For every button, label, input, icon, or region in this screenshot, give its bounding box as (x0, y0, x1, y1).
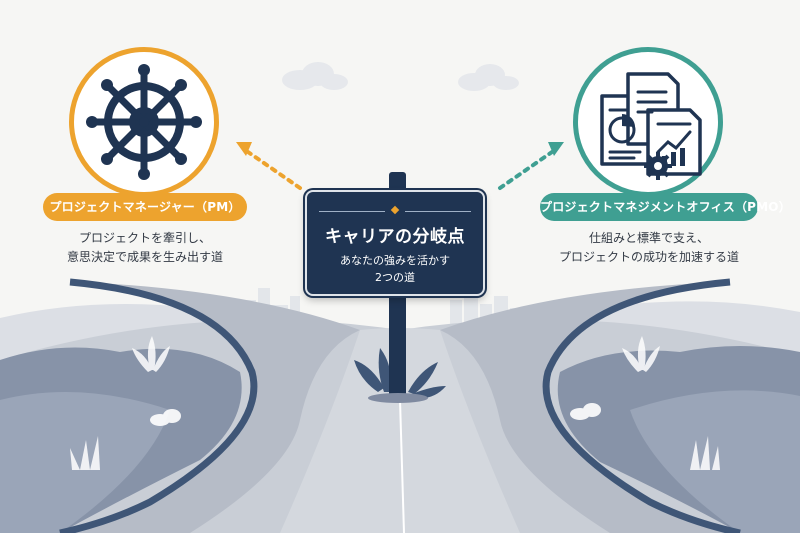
cloud-icon (282, 62, 348, 90)
ship-wheel-icon (86, 64, 202, 180)
sign-title: キャリアの分岐点 (325, 227, 465, 247)
sign-ornament (319, 205, 471, 215)
bush-icon (150, 403, 601, 426)
pmo-description-line: プロジェクトの成功を加速する道 (558, 250, 739, 264)
pmo-circle (573, 47, 723, 197)
road-right-edge (542, 278, 741, 533)
road-left-edge (59, 278, 258, 533)
ornament-line (405, 211, 471, 212)
arrow-head-pmo-icon (548, 142, 564, 156)
pm-description-line: プロジェクトを牽引し、 (78, 231, 211, 245)
pmo-description-line: 仕組みと標準で支え、 (588, 231, 709, 245)
documents-chart-gear-icon (600, 72, 702, 180)
pm-description: プロジェクトを牽引し、 意思決定で成果を生み出す道 (40, 229, 250, 267)
pm-label-badge: プロジェクトマネージャー（PM） (43, 193, 247, 221)
plant-icon (622, 336, 660, 372)
arrow-to-pmo (498, 150, 554, 190)
road-center-line (399, 399, 405, 533)
pmo-label-badge: プロジェクトマネジメントオフィス（PMO） (540, 193, 791, 221)
sign-subtitle-line: あなたの強みを活かす (340, 254, 450, 267)
pm-description-line: 意思決定で成果を生み出す道 (66, 250, 223, 264)
plant-icon (132, 336, 170, 372)
pmo-description: 仕組みと標準で支え、 プロジェクトの成功を加速する道 (538, 229, 760, 267)
arrow-to-pm (246, 150, 302, 190)
pm-circle (69, 47, 219, 197)
road-left (70, 282, 360, 533)
road-right (440, 282, 730, 533)
diamond-icon (390, 205, 400, 215)
grass-icon (70, 436, 720, 470)
sign-subtitle: あなたの強みを活かす 2つの道 (307, 252, 483, 286)
cloud-icon (458, 64, 519, 91)
post-shadow (368, 393, 428, 403)
signboard: キャリアの分岐点 あなたの強みを活かす 2つの道 (305, 190, 485, 296)
ornament-line (319, 211, 385, 212)
sign-subtitle-line: 2つの道 (375, 271, 415, 284)
arrow-head-pm-icon (236, 142, 252, 156)
